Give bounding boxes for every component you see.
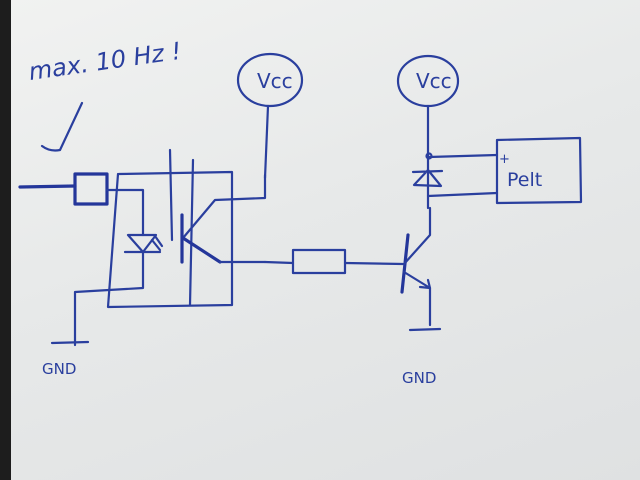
vcc-right-label: Vcc (416, 69, 452, 93)
table-edge (0, 0, 11, 480)
peltier-plus: + (499, 152, 510, 167)
arrow-icon (40, 101, 84, 152)
annotation-text: max. 10 Hz ! (27, 37, 183, 86)
peltier-label: Pelt (507, 169, 542, 191)
led-icon (73, 233, 164, 347)
optocoupler (73, 148, 267, 347)
gnd-right-label: GND (402, 369, 436, 387)
gnd-left-label: GND (42, 360, 76, 378)
vcc-right: Vcc (396, 54, 460, 157)
npn-transistor (400, 206, 432, 327)
ground-left: GND (42, 340, 90, 378)
input-connector (18, 172, 145, 237)
annotation: max. 10 Hz ! (27, 37, 183, 152)
vcc-left: Vcc (236, 52, 304, 180)
ground-right: GND (402, 327, 442, 387)
diode-icon (411, 152, 444, 210)
resistor (263, 248, 405, 275)
peltier-element: + Pelt (426, 136, 583, 205)
phototransistor-icon (180, 173, 267, 264)
vcc-left-label: Vcc (257, 69, 293, 93)
